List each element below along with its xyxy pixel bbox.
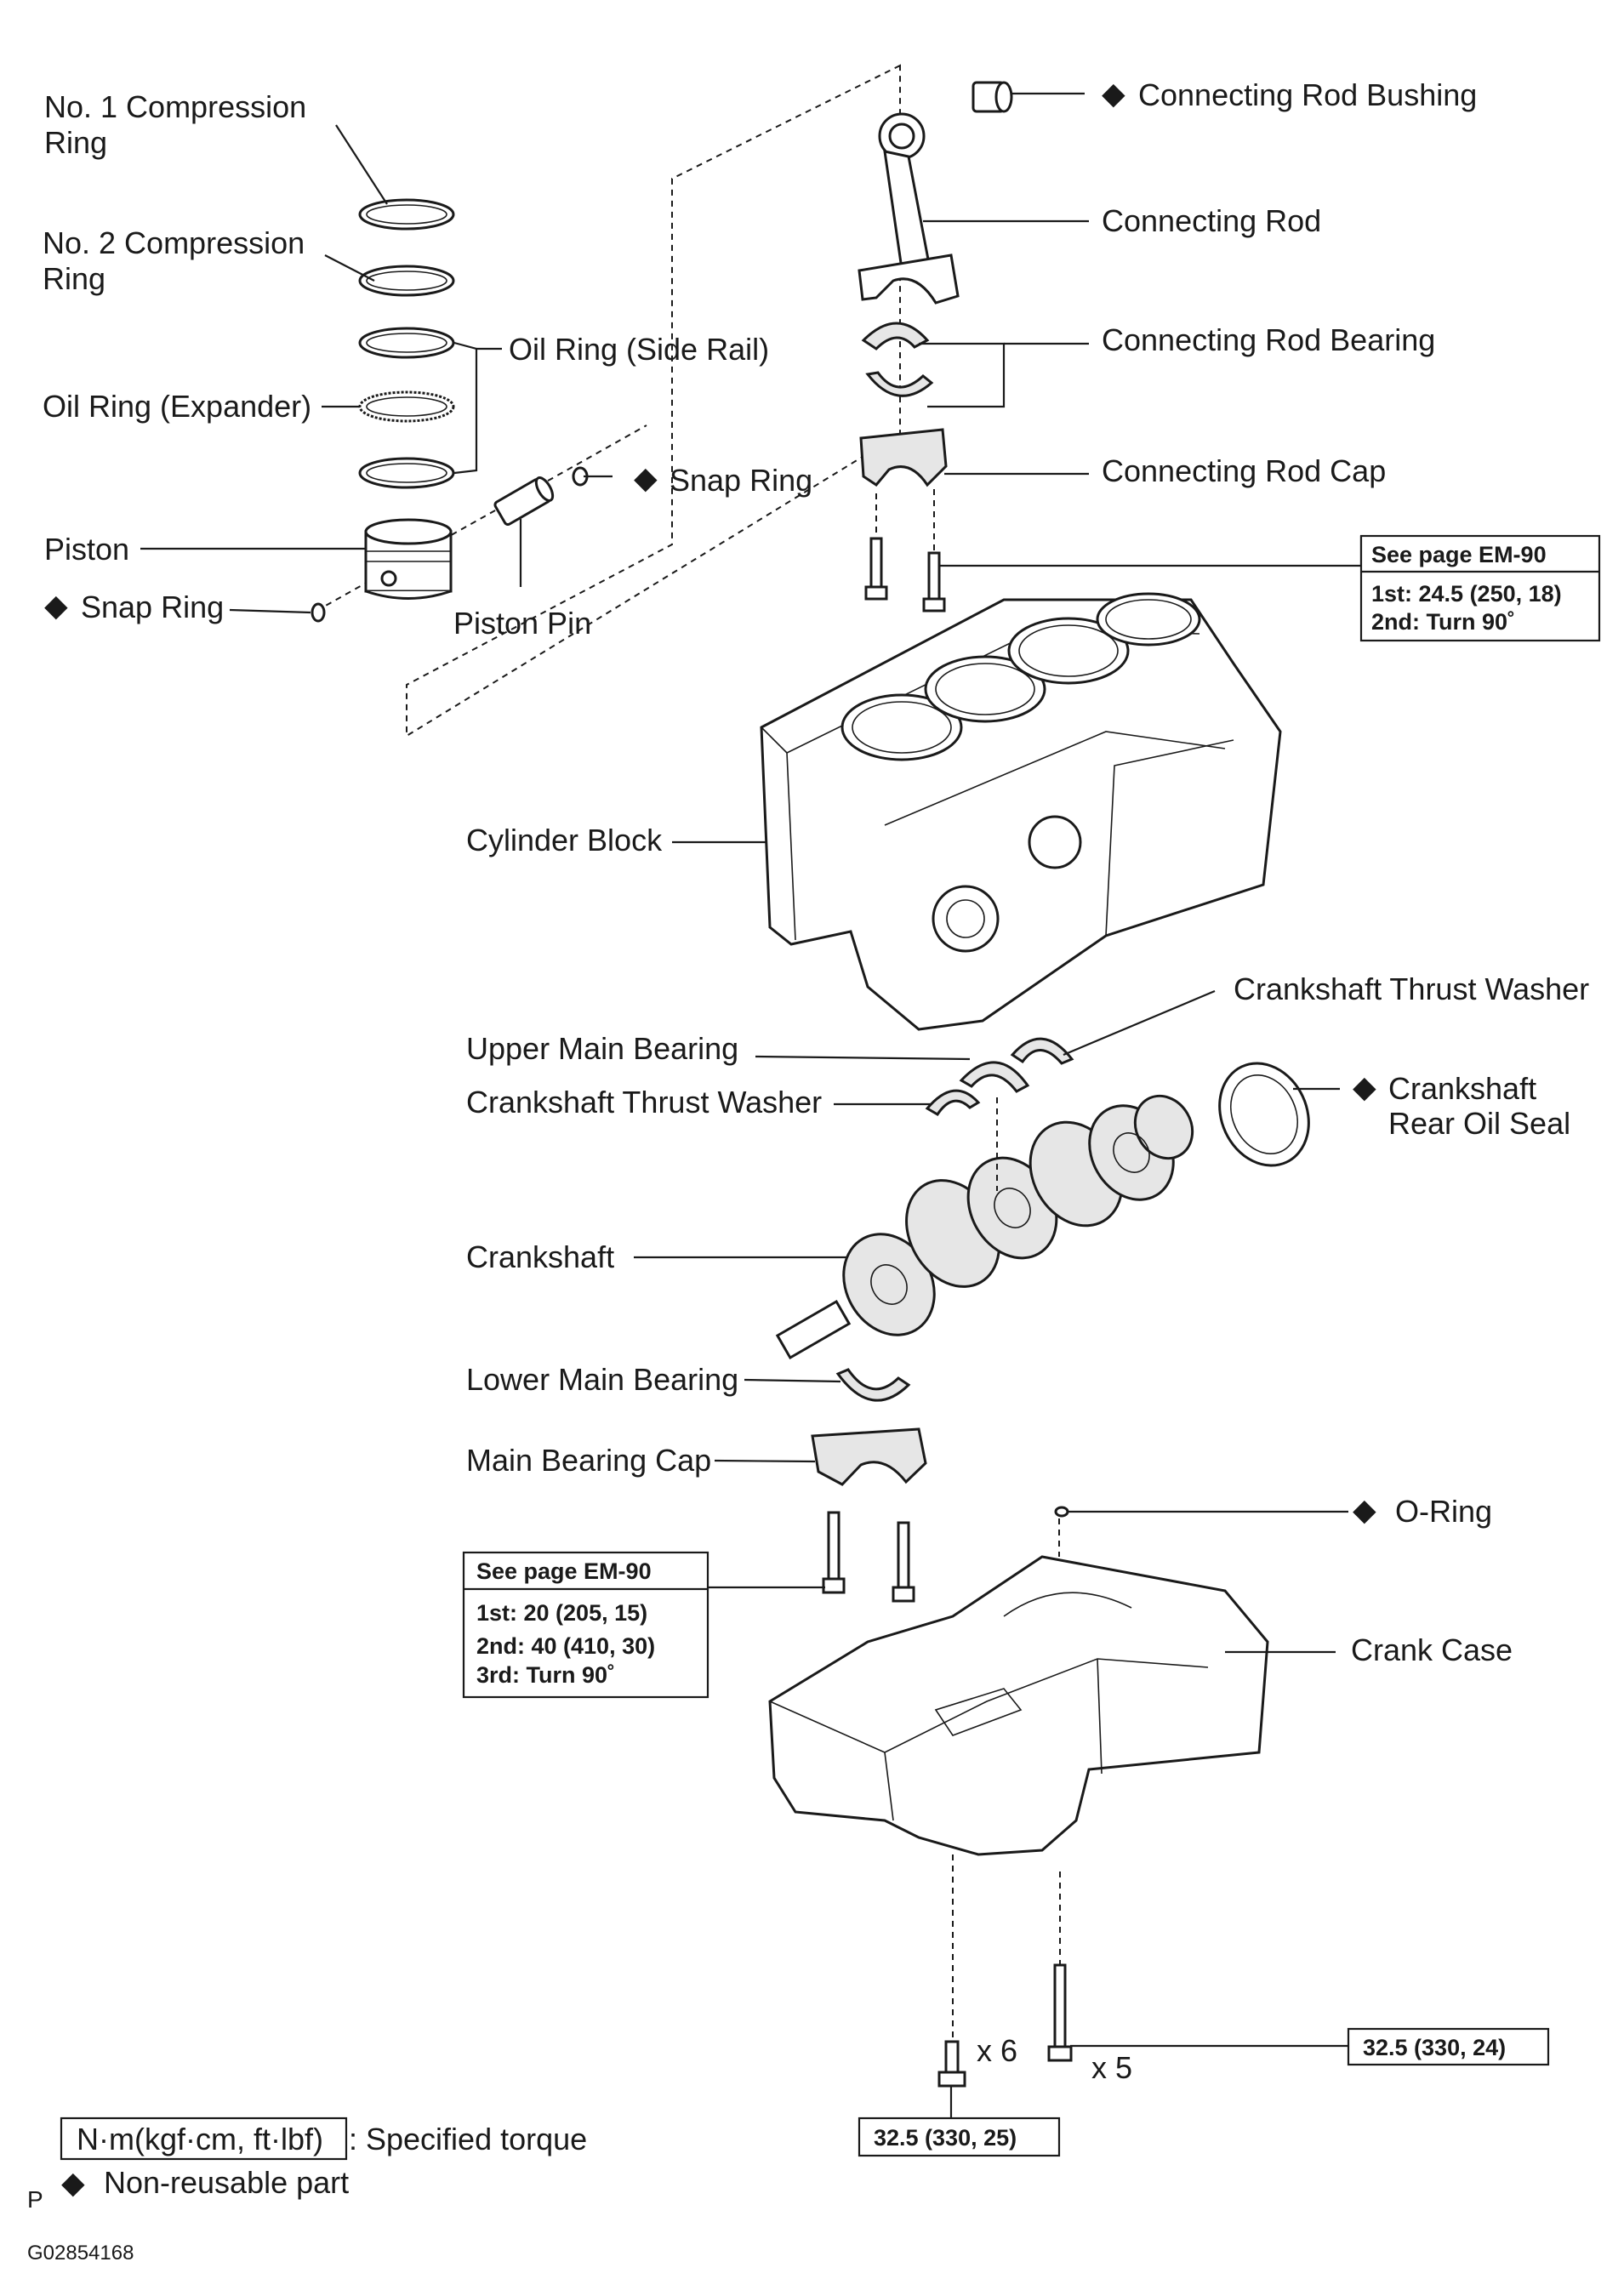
footer-p-mark: P (27, 2186, 43, 2213)
legend-nonreusable-text: Non-reusable part (104, 2165, 349, 2200)
crankshaft-icon (775, 1094, 1194, 1360)
label-oil-ring-expander: Oil Ring (Expander) (43, 389, 311, 424)
torque-box-main-cap-title: See page EM-90 (476, 1558, 652, 1584)
label-cylinder-block: Cylinder Block (466, 823, 663, 857)
main-cap-bolt-left-icon (822, 1511, 846, 1594)
upper-main-bearing-icon (959, 1061, 1030, 1093)
label-crankshaft-rear-oil-seal-line2: Rear Oil Seal (1388, 1106, 1570, 1141)
main-cap-bolt-right-icon (892, 1521, 915, 1603)
connecting-rod-bushing-icon (972, 81, 1013, 113)
marker-crankshaft-rear-oil-seal: ◆ (1353, 1069, 1376, 1104)
label-crank-case: Crank Case (1351, 1632, 1513, 1667)
oil-ring-side-rail-lower-icon (358, 457, 455, 489)
torque-box-main-cap-line1: 1st: 20 (205, 15) (476, 1600, 647, 1626)
label-no1-compression-ring-line2: Ring (44, 125, 107, 160)
pin-axis-dashed-line (316, 424, 647, 612)
crank-case-icon (768, 1555, 1269, 1856)
label-crankshaft-rear-oil-seal-line1: Crankshaft (1388, 1071, 1536, 1106)
marker-o-ring: ◆ (1353, 1492, 1376, 1527)
torque-box-main-cap: See page EM-90 1st: 20 (205, 15) 2nd: 40… (462, 1551, 709, 1699)
label-o-ring: O-Ring (1395, 1494, 1492, 1529)
label-qty-5: x 5 (1091, 2050, 1132, 2085)
label-connecting-rod-cap: Connecting Rod Cap (1102, 453, 1386, 488)
label-crankshaft-thrust-washer-right: Crankshaft Thrust Washer (1234, 971, 1589, 1006)
label-connecting-rod-bearing: Connecting Rod Bearing (1102, 322, 1435, 357)
label-no2-compression-ring-line1: No. 2 Compression (43, 225, 305, 260)
label-oil-ring-side-rail: Oil Ring (Side Rail) (509, 332, 769, 367)
torque-box-rod-cap-line2: 2nd: Turn 90˚ (1371, 609, 1515, 635)
legend-torque-unit: N·m(kgf·cm, ft·lbf) (77, 2122, 323, 2156)
snap-ring-lower-icon (311, 602, 326, 623)
torque-box-case-bolt-x5-value: 32.5 (330, 24) (1363, 2035, 1506, 2060)
torque-box-case-bolt-x6-value: 32.5 (330, 25) (874, 2125, 1017, 2151)
marker-snap-ring-lower: ◆ (44, 588, 68, 623)
rod-cap-bolt-right-icon (922, 551, 946, 612)
marker-connecting-rod-bushing: ◆ (1102, 76, 1125, 111)
label-connecting-rod: Connecting Rod (1102, 203, 1321, 238)
label-upper-main-bearing: Upper Main Bearing (466, 1031, 738, 1066)
label-piston-pin: Piston Pin (453, 606, 591, 641)
crankshaft-thrust-washer-right-icon (1010, 1037, 1074, 1065)
label-piston: Piston (44, 532, 129, 567)
label-crankshaft: Crankshaft (466, 1239, 614, 1274)
lower-main-bearing-icon (835, 1368, 911, 1402)
case-bolt-x6-icon (937, 2040, 966, 2088)
label-crankshaft-thrust-washer-left: Crankshaft Thrust Washer (466, 1085, 822, 1120)
label-no1-compression-ring-line1: No. 1 Compression (44, 89, 306, 124)
label-snap-ring-lower: Snap Ring (81, 590, 224, 624)
crankshaft-thrust-washer-left-icon (925, 1089, 981, 1117)
footer-figure-id: G02854168 (27, 2242, 134, 2265)
oil-ring-expander-icon (358, 390, 455, 423)
cylinder-block-icon (760, 592, 1282, 1031)
case-bolt-x5-icon (1047, 1963, 1073, 2062)
legend-nonreusable-marker: ◆ (61, 2165, 85, 2200)
crankshaft-rear-oil-seal-icon (1218, 1062, 1310, 1167)
torque-box-case-bolt-x5: 32.5 (330, 24) (1347, 2027, 1550, 2066)
connecting-rod-icon (858, 112, 960, 305)
torque-box-rod-cap: See page EM-90 1st: 24.5 (250, 18) 2nd: … (1359, 534, 1601, 642)
legend: N·m(kgf·cm, ft·lbf) : Specified torque ◆… (60, 2117, 587, 2200)
connecting-rod-bearing-lower-icon (865, 371, 934, 397)
label-no2-compression-ring-line2: Ring (43, 261, 105, 296)
no2-compression-ring-icon (358, 265, 455, 297)
connecting-rod-bearing-upper-icon (861, 322, 930, 350)
label-qty-6: x 6 (977, 2033, 1017, 2068)
o-ring-icon (1054, 1506, 1069, 1518)
torque-box-main-cap-line2: 2nd: 40 (410, 30) (476, 1633, 655, 1659)
main-bearing-cap-icon (811, 1427, 927, 1486)
label-snap-ring-upper: Snap Ring (670, 463, 812, 498)
torque-box-case-bolt-x6: 32.5 (330, 25) (858, 2117, 1061, 2157)
rod-cap-bolt-left-icon (864, 537, 888, 601)
legend-torque-text: : Specified torque (349, 2122, 587, 2156)
piston-icon (364, 518, 453, 600)
torque-box-rod-cap-title: See page EM-90 (1371, 542, 1547, 567)
oil-ring-side-rail-upper-icon (358, 327, 455, 359)
connecting-rod-cap-icon (859, 428, 948, 487)
label-main-bearing-cap: Main Bearing Cap (466, 1443, 711, 1478)
label-lower-main-bearing: Lower Main Bearing (466, 1362, 738, 1397)
marker-snap-ring-upper: ◆ (634, 460, 658, 495)
torque-box-main-cap-line3: 3rd: Turn 90˚ (476, 1662, 615, 1688)
piston-pin-icon (493, 476, 555, 527)
no1-compression-ring-icon (358, 198, 455, 231)
torque-box-rod-cap-line1: 1st: 24.5 (250, 18) (1371, 581, 1562, 607)
label-connecting-rod-bushing: Connecting Rod Bushing (1138, 77, 1477, 112)
